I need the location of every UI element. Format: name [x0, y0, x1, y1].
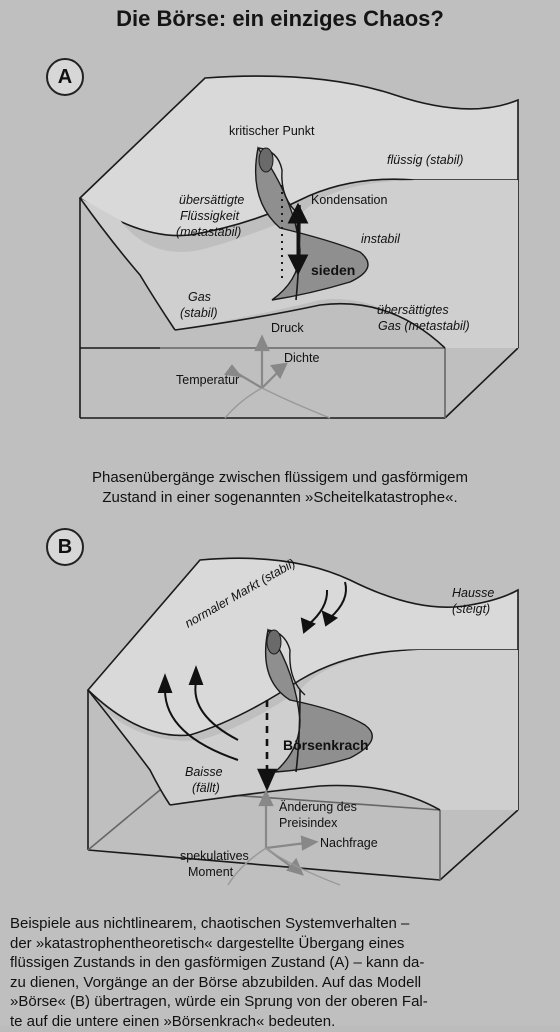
- label-speculative-2: Moment: [188, 865, 234, 879]
- caption-line: Zustand in einer sogenannten »Scheitelka…: [0, 488, 560, 508]
- figure-a-caption: Phasenübergänge zwischen flüssigem und g…: [0, 468, 560, 508]
- figure-a-axes: [225, 337, 330, 418]
- box-edge: [445, 348, 518, 418]
- label-gas-2: (stabil): [180, 306, 218, 320]
- label-gas-1: Gas: [188, 290, 211, 304]
- label-liquid-stable: flüssig (stabil): [387, 153, 463, 167]
- box-edge: [88, 850, 440, 880]
- label-hausse-1: Hausse: [452, 586, 494, 600]
- label-baisse-2: (fällt): [192, 781, 220, 795]
- label-speculative-1: spekulatives: [180, 849, 249, 863]
- label-supersat-gas-1: übersättigtes: [377, 303, 449, 317]
- figure-b-diagram: normaler Markt (stabil) Hausse (steigt) …: [0, 540, 560, 900]
- label-density: Dichte: [284, 351, 319, 365]
- label-critical-point: kritischer Punkt: [229, 124, 315, 138]
- footer-line: zu dienen, Vorgänge an der Börse abzubil…: [10, 973, 555, 993]
- label-supersat-gas-2: Gas (metastabil): [378, 319, 470, 333]
- label-boil: sieden: [311, 262, 355, 278]
- footer-line: flüssigen Zustands in den gasförmigen Zu…: [10, 953, 555, 973]
- label-supersat-liquid-3: (metastabil): [176, 225, 241, 239]
- caption-line: Phasenübergänge zwischen flüssigem und g…: [0, 468, 560, 488]
- footer-line: »Börse« (B) übertragen, würde ein Sprung…: [10, 992, 555, 1012]
- label-pressure: Druck: [271, 321, 304, 335]
- footer-line: Beispiele aus nichtlinearem, chaotischen…: [10, 914, 555, 934]
- label-demand: Nachfrage: [320, 836, 378, 850]
- label-crash: Börsenkrach: [283, 737, 369, 753]
- figure-a-diagram: kritischer Punkt flüssig (stabil) übersä…: [0, 40, 560, 460]
- label-supersat-liquid-1: übersättigte: [179, 193, 244, 207]
- page-title: Die Börse: ein einziges Chaos?: [0, 6, 560, 32]
- box-edge: [88, 790, 160, 850]
- label-temperature: Temperatur: [176, 373, 239, 387]
- label-unstable: instabil: [361, 232, 401, 246]
- label-hausse-2: (steigt): [452, 602, 490, 616]
- footer-line: der »katastrophentheoretisch« dargestell…: [10, 934, 555, 954]
- label-supersat-liquid-2: Flüssigkeit: [180, 209, 240, 223]
- box-edge: [440, 810, 518, 880]
- label-index-change-2: Preisindex: [279, 816, 338, 830]
- label-index-change-1: Änderung des: [279, 800, 357, 814]
- label-condensation: Kondensation: [311, 193, 388, 207]
- label-baisse-1: Baisse: [185, 765, 223, 779]
- footer-text: Beispiele aus nichtlinearem, chaotischen…: [10, 914, 555, 1032]
- footer-line: te auf die untere einen »Börsenkrach« be…: [10, 1012, 555, 1032]
